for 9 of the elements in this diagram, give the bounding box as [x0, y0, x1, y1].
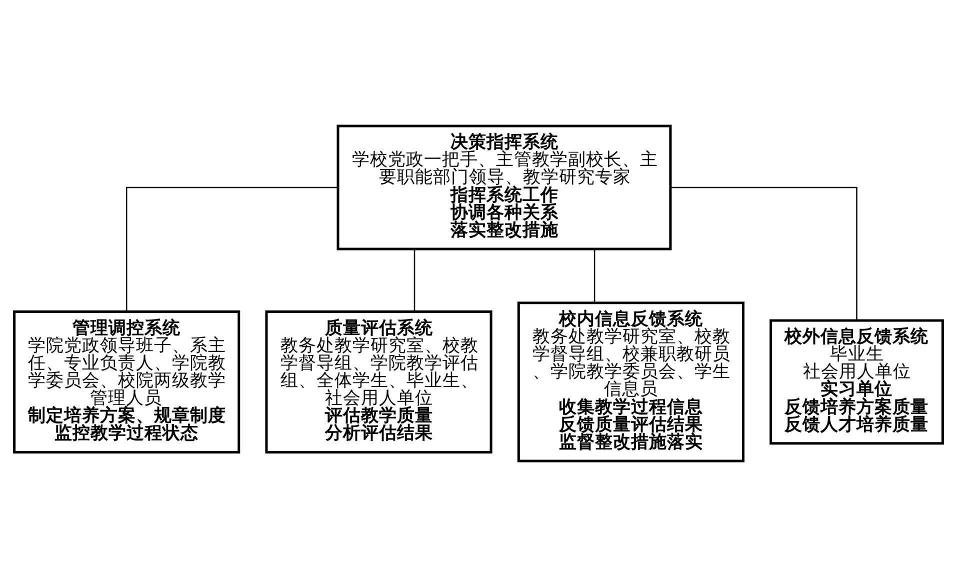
node-box: 校内信息反馈系统 教务处教学研究室、校教学督导组、校兼职教研员、学院教学委员会、学生信息员 收集教学过程信息 反馈质量评估结果 监督整改措施落实 [516, 301, 744, 462]
connector [125, 186, 337, 311]
connector [413, 248, 415, 312]
node-box: 质量评估系统 教务处教学研究室、校教学督导组、学院教学评估组、全体学生、毕业生、社会用人单位 评估教学质量 分析评估结果 [264, 310, 492, 453]
node-box: 决策指挥系统 学校党政一把手、主管教学副校长、主要职能部门领导、教学研究专家 指挥系统工作 协调各种关系 落实整改措施 [336, 124, 672, 250]
connector [670, 186, 857, 320]
node-box: 管理调控系统 学院党政领导班子、系主任、专业负责人、学院教学委员会、校院两级教学管理人员 制定培养方案、规章制度 监控教学过程状态 [12, 310, 240, 453]
node-box: 校外信息反馈系统 毕业生 社会用人单位 实习单位 反馈培养方案质量 反馈人才培养质量 [769, 318, 944, 444]
connector [593, 248, 595, 302]
